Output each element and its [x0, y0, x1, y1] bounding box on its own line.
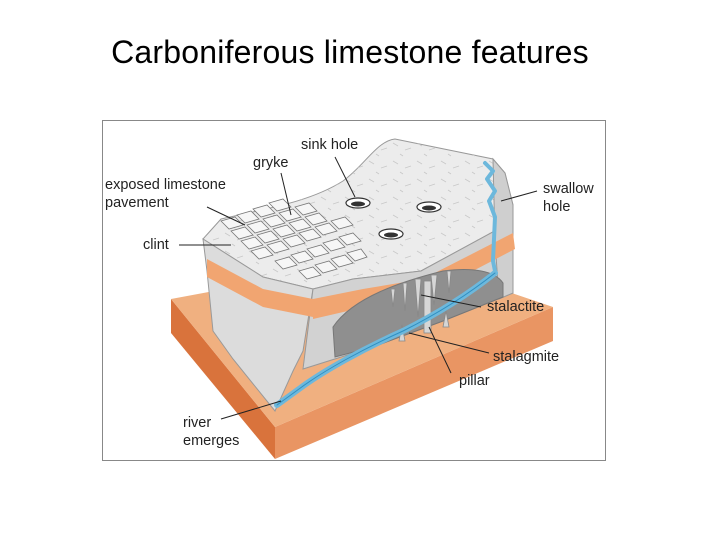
label-stalactite: stalactite	[487, 299, 544, 315]
sink-holes	[345, 197, 442, 240]
label-gryke: gryke	[253, 155, 288, 171]
label-leaders	[179, 156, 538, 420]
diagram-frame: exposed limestone pavement clint gryke s…	[102, 120, 606, 461]
label-river-emerges: river emerges	[183, 415, 239, 449]
slide-title: Carboniferous limestone features	[111, 34, 589, 70]
label-sink-hole: sink hole	[301, 137, 358, 153]
label-pillar: pillar	[459, 373, 490, 389]
stalactite-group	[390, 270, 452, 318]
label-stalagmite: stalagmite	[493, 349, 559, 365]
label-clint: clint	[143, 237, 169, 253]
river-water	[274, 161, 498, 408]
limestone-pavement	[220, 198, 368, 280]
karst-block-diagram: exposed limestone pavement clint gryke s…	[105, 137, 598, 459]
shale-band	[207, 233, 515, 319]
label-swallow-hole: swallow hole	[543, 181, 598, 215]
label-exposed-pavement: exposed limestone pavement	[105, 177, 230, 211]
